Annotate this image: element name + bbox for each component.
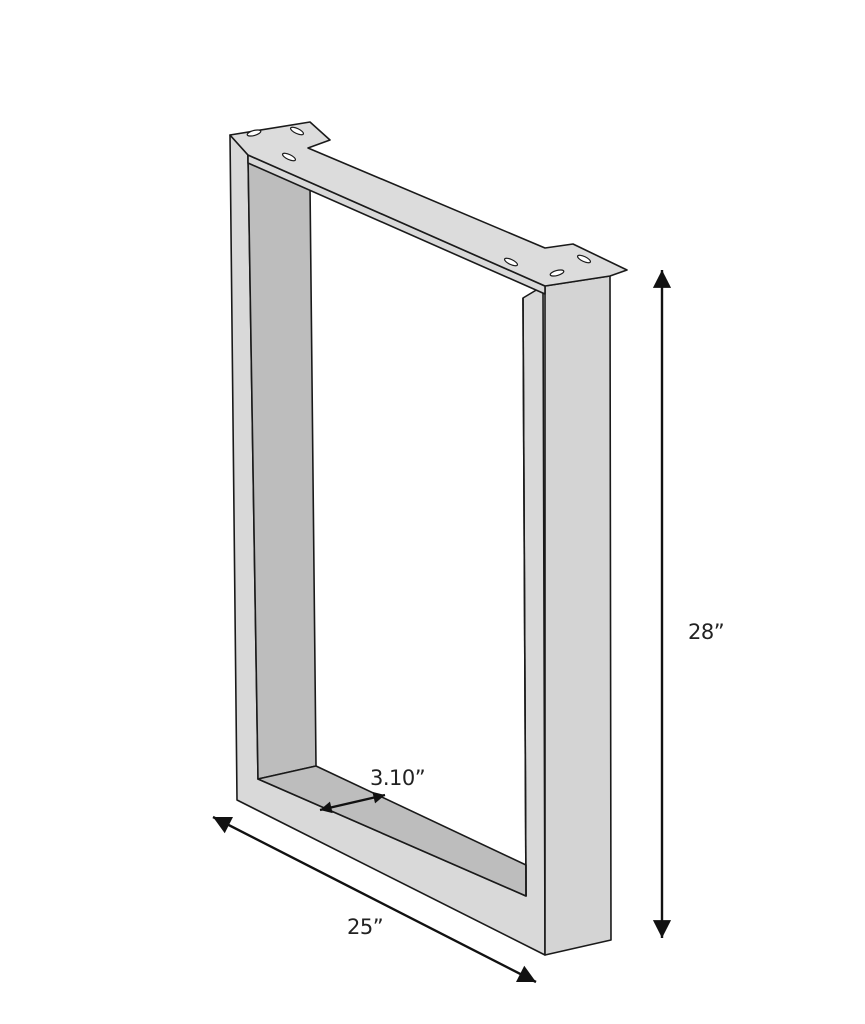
height-dimension-arrow	[652, 270, 672, 938]
thickness-dimension-arrow	[319, 791, 386, 814]
right-side-face	[544, 275, 612, 956]
mounting-slot	[281, 152, 297, 162]
left-inner-face	[247, 154, 317, 780]
mounting-slot	[576, 254, 592, 264]
mounting-slot	[246, 129, 262, 137]
mounting-slot	[549, 269, 565, 277]
mounting-slot	[289, 126, 305, 136]
top-plate	[229, 121, 628, 287]
width-dimension-label: 25”	[347, 915, 384, 939]
table-leg-frame	[229, 121, 628, 956]
height-dimension-label: 28”	[688, 620, 725, 644]
dimension-arrows	[212, 270, 672, 984]
inner-edge-line	[522, 297, 527, 897]
width-dimension-arrow	[212, 815, 537, 984]
mounting-slot	[503, 257, 519, 267]
thickness-dimension-label: 3.10”	[370, 766, 426, 790]
mounting-slots	[246, 126, 592, 277]
